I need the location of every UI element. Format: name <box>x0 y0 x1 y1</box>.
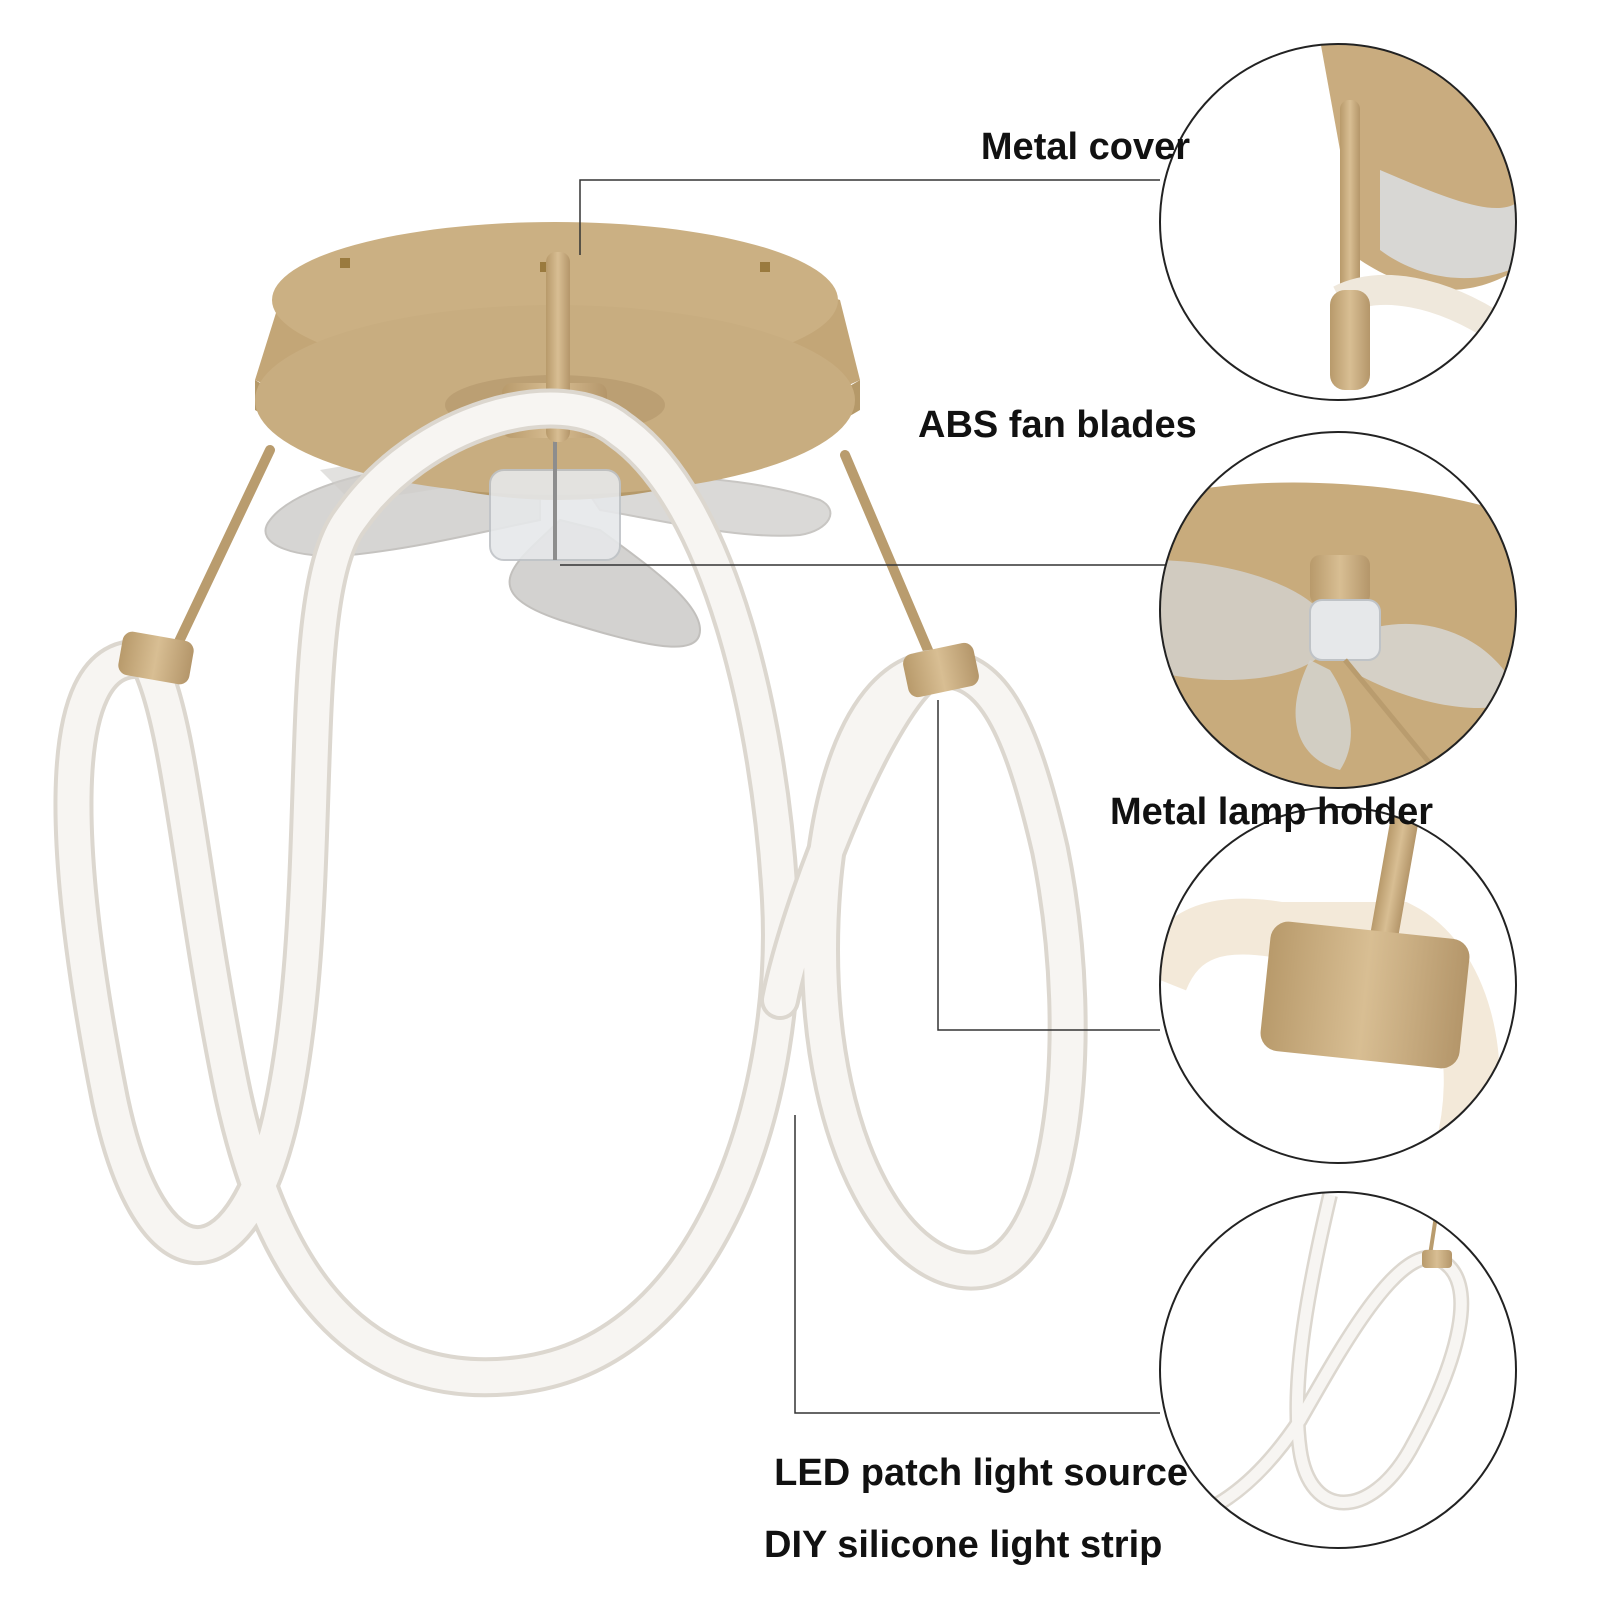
detail-circle-light-strip <box>1159 1191 1517 1549</box>
label-metal-cover: Metal cover <box>980 126 1190 168</box>
callout-lines <box>560 179 1165 1414</box>
left-arm <box>170 445 275 655</box>
silicone-light-strip <box>53 388 1088 1398</box>
ceiling-fan-fixture <box>53 222 1088 1398</box>
label-abs-fan-blades: ABS fan blades <box>918 404 1197 446</box>
detail-circle-lamp-holder <box>1159 806 1517 1164</box>
detail-circle-metal-cover <box>1159 43 1517 401</box>
label-metal-lamp-holder: Metal lamp holder <box>1110 791 1434 833</box>
callout-led-strip <box>794 1115 1160 1414</box>
callout-lamp-holder <box>937 700 1160 1031</box>
lamp-holders <box>118 631 979 698</box>
label-led-patch-light-source: LED patch light source <box>774 1452 1188 1494</box>
right-arm <box>840 450 935 660</box>
detail-circle-fan-blades <box>1159 431 1517 789</box>
label-diy-silicone-light-strip: DIY silicone light strip <box>764 1524 1163 1566</box>
callout-metal-cover <box>579 179 1160 255</box>
